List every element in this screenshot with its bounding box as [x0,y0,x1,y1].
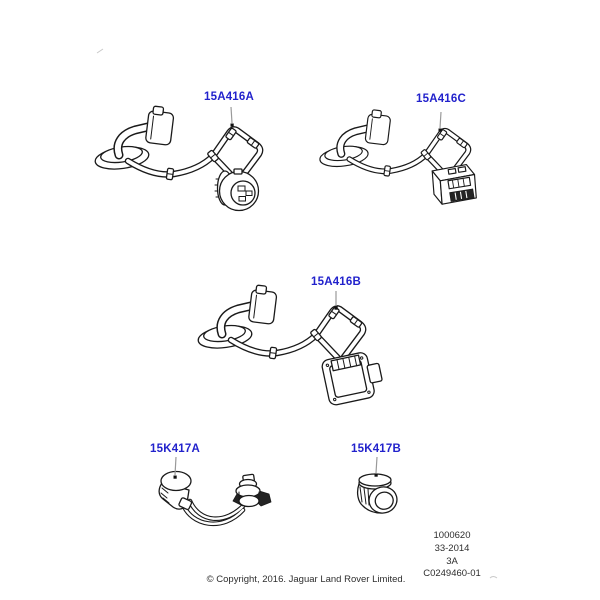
part-label-15K417B[interactable]: 15K417B [351,443,401,455]
part-label-15A416A[interactable]: 15A416A [204,91,254,103]
part-label-15A416C[interactable]: 15A416C [416,93,466,105]
reference-drawing-code: C0249460-01 [423,568,481,580]
drawing-reference-block: 1000620 33-2014 3A C0249460-01 [400,530,504,581]
round-connector [214,168,260,212]
leader-line-15K417B [374,456,378,477]
stray-mark [96,48,104,54]
part-drawing-15K417B[interactable] [356,473,400,516]
part-label-15K417A[interactable]: 15K417A [150,443,200,455]
part-drawing-15K417A[interactable] [158,470,272,527]
leader-line-15A416B [334,291,338,310]
part-drawing-15A416A[interactable] [94,106,260,212]
reference-revision: 3A [446,555,458,567]
leader-line-15A416C [438,111,442,132]
reference-number: 1000620 [433,530,471,541]
socket-body [356,473,398,514]
leader-line-15K417A [173,456,177,479]
block-connector [431,164,477,205]
stray-mark [489,576,498,579]
bulb-holder [232,473,272,508]
flange-connector [321,352,383,406]
part-drawing-15A416C[interactable] [319,109,477,205]
copyright-notice: © Copyright, 2016. Jaguar Land Rover Lim… [206,574,406,585]
part-label-15A416B[interactable]: 15A416B [311,276,361,288]
round-plug [158,470,193,511]
leader-line-15A416A [230,106,234,127]
reference-sheet: 33-2014 [434,542,470,554]
part-drawing-15A416B[interactable] [197,285,386,406]
